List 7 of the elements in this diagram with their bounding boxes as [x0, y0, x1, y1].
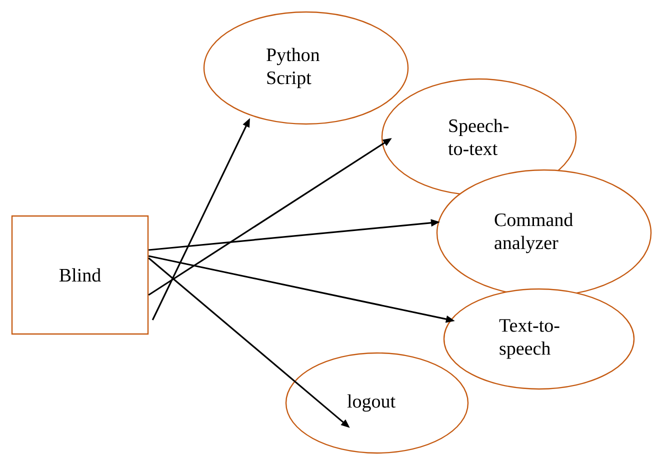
- process-box: Blind: [11, 215, 149, 335]
- ellipse-node: logout: [285, 352, 469, 454]
- ellipse-node: Speech-to-text: [381, 78, 577, 196]
- ellipse-node: Command analyzer: [436, 169, 652, 297]
- ellipse-node: Python Script: [203, 11, 409, 125]
- ellipse-node: Text-to-speech: [443, 288, 635, 390]
- node-label: Command analyzer: [494, 212, 573, 254]
